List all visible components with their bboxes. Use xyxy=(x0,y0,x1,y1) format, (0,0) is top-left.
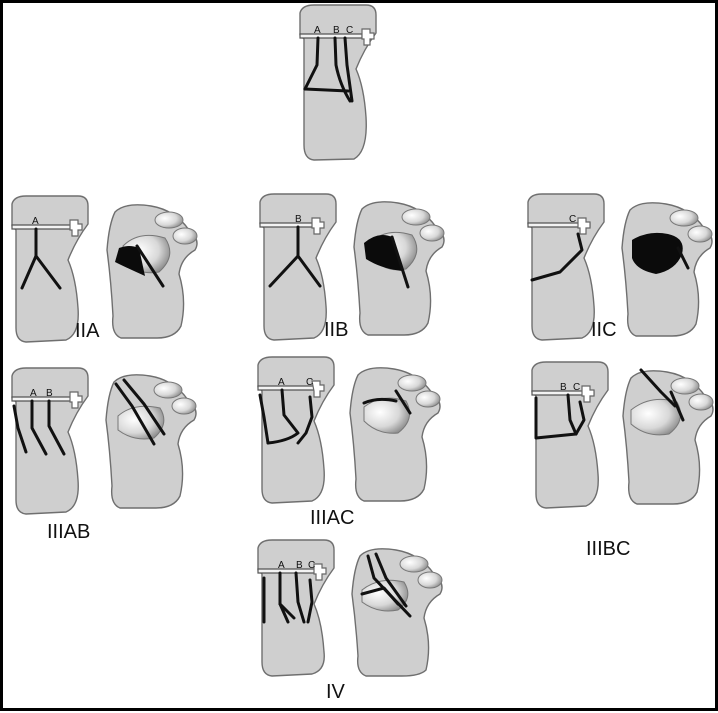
type-IIA: A IIA xyxy=(12,196,197,342)
front-view: A C xyxy=(258,357,334,503)
side-view xyxy=(352,549,442,676)
side-view xyxy=(623,370,713,504)
type-IIIBC: B C IIIBC xyxy=(532,362,713,560)
side-view xyxy=(106,375,196,508)
letter-label: A xyxy=(314,25,321,36)
type-label: IV xyxy=(326,681,346,703)
type-label: IIIAB xyxy=(47,521,90,543)
letter-label: A xyxy=(278,377,285,388)
letter-label: B xyxy=(333,25,340,36)
letter-label: B xyxy=(296,560,303,571)
type-IIC: C IIC xyxy=(528,194,712,341)
letter-label: C xyxy=(306,377,313,388)
letter-label: A xyxy=(278,560,285,571)
side-view xyxy=(350,368,440,501)
type-IIIAB: A B IIIAB xyxy=(12,368,196,543)
side-view xyxy=(622,203,712,336)
letter-label: C xyxy=(346,25,353,36)
type-label: IIC xyxy=(591,319,617,341)
type-IV: A B C IV xyxy=(258,540,442,703)
front-view: A B C xyxy=(258,540,334,676)
type-label: IIA xyxy=(75,320,100,342)
letter-label: A xyxy=(32,216,39,227)
side-view xyxy=(354,202,444,335)
letter-label: B xyxy=(46,388,53,399)
type-label: IIIBC xyxy=(586,538,630,560)
letter-label: B xyxy=(295,214,302,225)
letter-label: A xyxy=(30,388,37,399)
type-label: IIB xyxy=(324,319,348,341)
letter-label: C xyxy=(573,382,580,393)
front-view: B C xyxy=(532,362,608,508)
front-view: A B xyxy=(12,368,88,514)
type-IIIAC: A C IIIAC xyxy=(258,357,440,529)
side-view xyxy=(107,205,197,338)
letter-label: C xyxy=(308,560,315,571)
front-view-top: A B C xyxy=(300,5,376,160)
letter-label: B xyxy=(560,382,567,393)
type-IIB: B IIB xyxy=(260,194,444,341)
type-label: IIIAC xyxy=(310,507,354,529)
letter-label: C xyxy=(569,214,576,225)
